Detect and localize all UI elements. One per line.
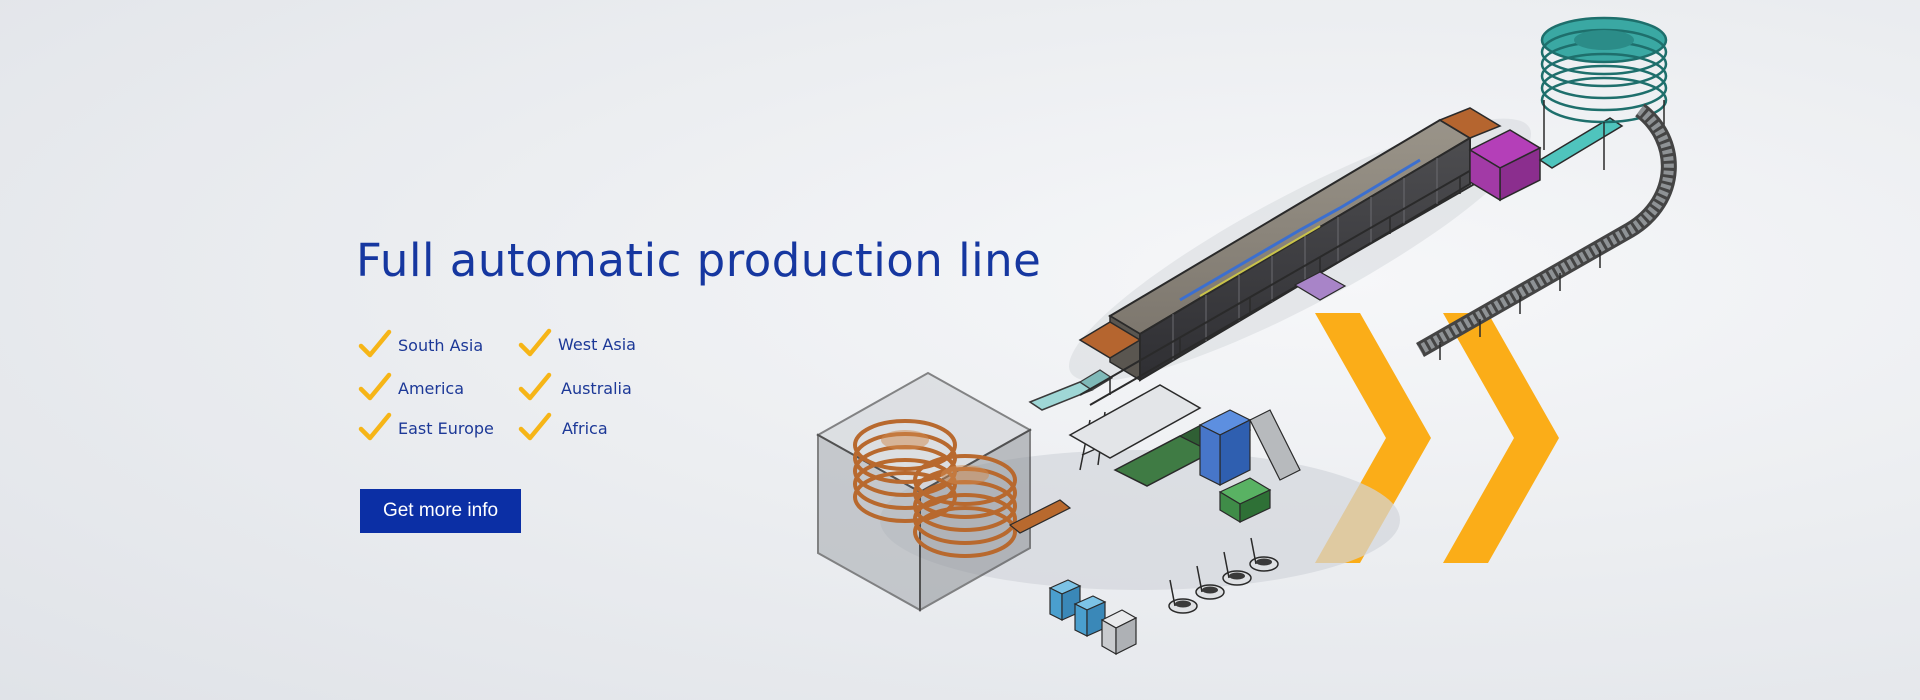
- region-label: West Asia: [558, 334, 636, 354]
- check-icon: [358, 372, 392, 401]
- chevron-right-icon: [1443, 313, 1559, 563]
- region-label: America: [398, 378, 464, 398]
- region-item: East Europe: [358, 411, 494, 445]
- region-item: Australia: [518, 371, 632, 405]
- check-icon: [518, 372, 552, 401]
- region-label: East Europe: [398, 418, 494, 438]
- check-icon: [358, 329, 392, 358]
- get-more-info-button[interactable]: Get more info: [360, 489, 521, 533]
- region-label: South Asia: [398, 335, 484, 355]
- hero-title: Full automatic production line: [356, 234, 1042, 287]
- region-item: America: [358, 371, 464, 405]
- production-line-illustration: [815, 16, 1677, 656]
- region-item: West Asia: [518, 327, 636, 361]
- region-label: Africa: [562, 418, 608, 438]
- region-item: South Asia: [358, 328, 483, 362]
- check-icon: [358, 412, 392, 441]
- region-item: Africa: [518, 411, 608, 445]
- check-icon: [518, 412, 552, 441]
- region-label: Australia: [561, 378, 632, 398]
- check-icon: [518, 328, 552, 357]
